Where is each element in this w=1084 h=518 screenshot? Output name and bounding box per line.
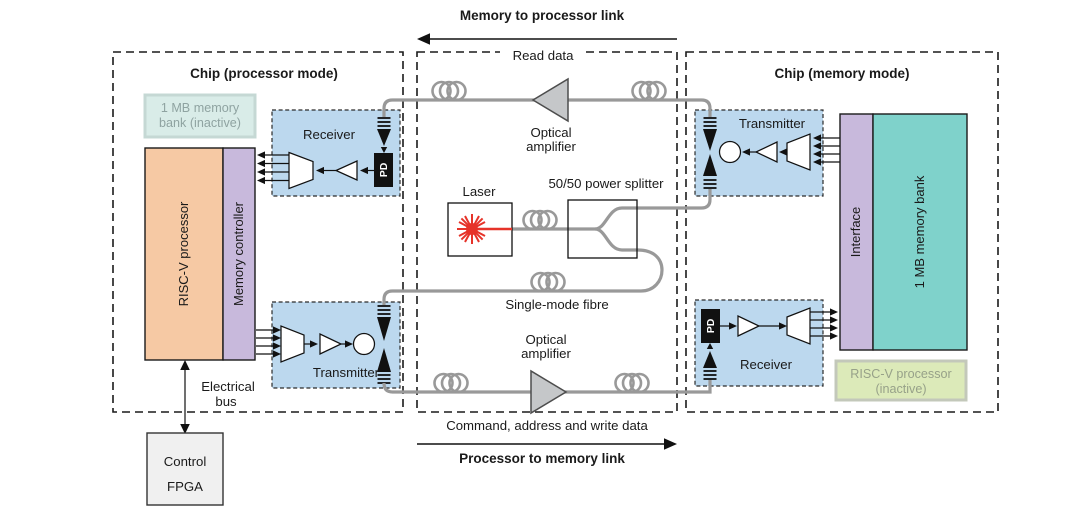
pd-label: PD bbox=[705, 318, 717, 333]
receiver-parallel-bus bbox=[257, 151, 289, 185]
fibre-coil-icon bbox=[433, 372, 469, 394]
inactive-bank-line2: bank (inactive) bbox=[159, 116, 241, 130]
fibre-coil-icon bbox=[431, 80, 467, 102]
serializer-icon bbox=[280, 325, 305, 363]
memory-receiver-module: Receiver PD bbox=[694, 299, 838, 387]
electrical-bus-arrow bbox=[180, 360, 190, 434]
processor-chip-title: Chip (processor mode) bbox=[190, 66, 338, 81]
photodetector-box: PD bbox=[374, 153, 393, 187]
single-mode-fibre-label: Single-mode fibre bbox=[505, 297, 608, 312]
memory-to-processor-link-title: Memory to processor link bbox=[460, 8, 625, 23]
transmitter-label: Transmitter bbox=[739, 116, 806, 131]
memory-transmitter-module: Transmitter bbox=[694, 109, 840, 197]
control-fpga-box: Control FPGA bbox=[146, 432, 224, 506]
fibre-coil-icon bbox=[631, 80, 667, 102]
receiver-amplifier-icon bbox=[334, 160, 358, 181]
inactive-processor-line2: (inactive) bbox=[875, 382, 926, 396]
pd-label: PD bbox=[378, 162, 390, 177]
photodetector-box: PD bbox=[701, 309, 720, 343]
driver-amplifier-icon bbox=[754, 141, 778, 163]
processor-chip-boundary bbox=[112, 51, 404, 413]
grating-coupler-icon bbox=[703, 343, 717, 380]
deserializer-icon bbox=[288, 151, 314, 190]
inactive-processor-box: RISC-V processor (inactive) bbox=[834, 359, 968, 402]
serializer-icon bbox=[786, 133, 811, 171]
ring-modulator-icon bbox=[718, 140, 742, 164]
optical-amplifier-top-icon bbox=[531, 77, 569, 123]
laser-label: Laser bbox=[463, 184, 497, 199]
memory-chip-title: Chip (memory mode) bbox=[774, 66, 909, 81]
inactive-processor-line1: RISC-V processor bbox=[850, 367, 951, 381]
fibre-coil-icon bbox=[522, 209, 558, 231]
left-arrow-icon bbox=[417, 33, 677, 45]
driver-amplifier-icon bbox=[319, 333, 343, 355]
splitter-upper-branch-fibre bbox=[594, 189, 712, 231]
memory-controller-box: Memory controller bbox=[222, 147, 256, 361]
transmitter-parallel-bus bbox=[256, 326, 281, 358]
deserializer-icon bbox=[786, 307, 811, 345]
laser-box: Laser bbox=[447, 184, 513, 257]
read-data-label: Read data bbox=[513, 48, 575, 63]
riscv-processor-box: RISC-V processor bbox=[144, 147, 224, 361]
interface-label: Interface bbox=[848, 207, 863, 258]
laser-icon bbox=[457, 214, 512, 244]
processor-to-memory-link-title: Processor to memory link bbox=[459, 451, 625, 466]
transmitter-parallel-bus bbox=[813, 134, 840, 166]
receiver-label: Receiver bbox=[303, 127, 356, 142]
single-mode-fibre bbox=[382, 227, 664, 305]
grating-coupler-in-icon bbox=[703, 117, 717, 151]
riscv-processor-label: RISC-V processor bbox=[176, 201, 191, 306]
grating-coupler-out-icon bbox=[377, 348, 391, 384]
receiver-parallel-bus bbox=[810, 308, 838, 340]
electrical-bus-line1: Electrical bbox=[201, 379, 255, 394]
grating-coupler-in-icon bbox=[377, 305, 391, 341]
electrical-bus-line2: bus bbox=[215, 394, 237, 409]
interface-box: Interface bbox=[839, 113, 874, 351]
memory-chip-boundary bbox=[685, 51, 999, 413]
grating-coupler-out-icon bbox=[703, 154, 717, 189]
transmitter-label: Transmitter bbox=[313, 365, 380, 380]
processor-transmitter-module: Transmitter bbox=[256, 301, 401, 389]
ring-modulator-icon bbox=[352, 332, 376, 356]
control-fpga-line2: FPGA bbox=[167, 479, 203, 494]
memory-bank-box: 1 MB memory bank bbox=[872, 113, 968, 351]
grating-coupler-icon bbox=[377, 117, 391, 153]
inactive-memory-bank-box: 1 MB memory bank (inactive) bbox=[143, 93, 257, 139]
optical-amplifier-top-line2: amplifier bbox=[526, 139, 576, 154]
write-fibre bbox=[382, 380, 712, 394]
fibre-coil-icon bbox=[614, 372, 650, 394]
memory-controller-label: Memory controller bbox=[231, 201, 246, 306]
right-arrow-icon bbox=[417, 438, 677, 450]
fibre-coil-icon bbox=[530, 271, 566, 293]
optical-amplifier-bottom-line2: amplifier bbox=[521, 346, 571, 361]
control-fpga-line1: Control bbox=[164, 454, 207, 469]
optical-amplifier-bottom-icon bbox=[530, 369, 568, 415]
optical-amplifier-top-line1: Optical bbox=[530, 125, 571, 140]
memory-bank-label: 1 MB memory bank bbox=[912, 175, 927, 288]
inactive-bank-line1: 1 MB memory bbox=[161, 101, 240, 115]
processor-receiver-module: Receiver PD bbox=[257, 109, 401, 197]
receiver-label: Receiver bbox=[740, 357, 793, 372]
command-address-write-label: Command, address and write data bbox=[446, 418, 648, 433]
power-splitter-box: 50/50 power splitter bbox=[548, 176, 664, 259]
receiver-amplifier-icon bbox=[737, 315, 761, 337]
power-splitter-label: 50/50 power splitter bbox=[548, 176, 664, 191]
read-data-mask bbox=[500, 45, 586, 64]
optical-amplifier-bottom-line1: Optical bbox=[525, 332, 566, 347]
